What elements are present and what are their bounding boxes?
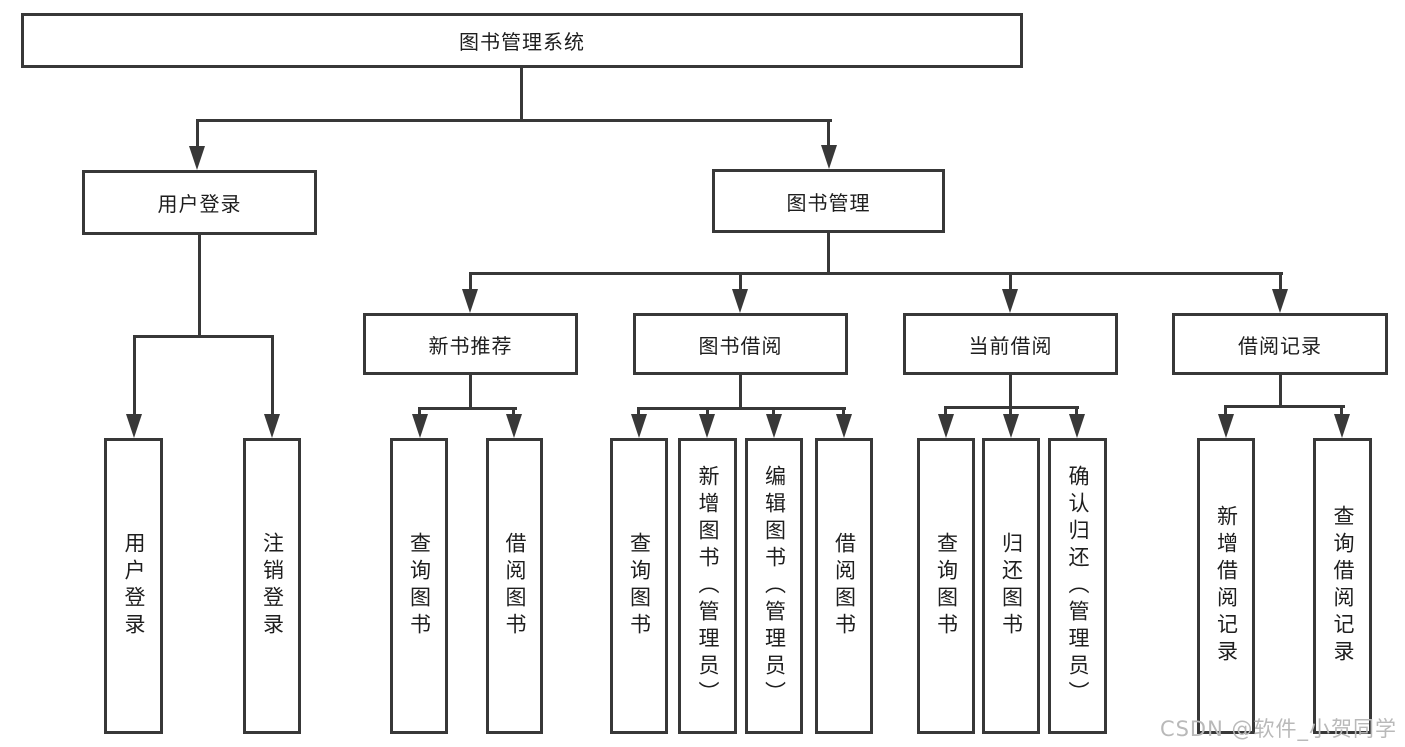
arrow-down-icon <box>766 414 782 438</box>
arrow-down-icon <box>1334 414 1350 438</box>
connector-line <box>196 119 199 149</box>
leaf-logout-label: 注销登录 <box>260 532 285 640</box>
leaf-edit-book-admin: 编辑图书（管理员） <box>745 438 803 734</box>
leaf-query-borrow-record-label: 查询借阅记录 <box>1331 505 1355 667</box>
leaf-query-book-recommend-label: 查询图书 <box>407 532 432 640</box>
arrow-down-icon <box>126 414 142 438</box>
leaf-confirm-return-admin: 确认归还（管理员） <box>1048 438 1107 734</box>
connector-line <box>944 406 947 417</box>
node-root-label: 图书管理系统 <box>459 30 585 54</box>
leaf-add-borrow-record: 新增借阅记录 <box>1197 438 1255 734</box>
connector-line <box>1075 406 1078 417</box>
connector-line <box>827 119 830 149</box>
arrow-down-icon <box>412 414 428 438</box>
connector-line <box>418 407 421 417</box>
arrow-down-icon <box>938 414 954 438</box>
leaf-borrow-book-recommend-label: 借阅图书 <box>503 532 527 640</box>
connector-line <box>1009 406 1012 417</box>
connector-line <box>637 407 846 410</box>
arrow-down-icon <box>189 146 205 170</box>
csdn-watermark: CSDN @软件_小贺同学 <box>1159 717 1397 741</box>
node-root: 图书管理系统 <box>21 13 1023 68</box>
connector-line <box>842 407 845 417</box>
leaf-add-borrow-record-label: 新增借阅记录 <box>1214 505 1239 667</box>
node-book-management: 图书管理 <box>712 169 945 233</box>
connector-line <box>133 335 274 338</box>
connector-line <box>637 407 640 417</box>
leaf-return-book: 归还图书 <box>982 438 1040 734</box>
arrow-down-icon <box>699 414 715 438</box>
connector-line <box>271 335 274 417</box>
connector-line <box>418 407 517 410</box>
connector-line <box>469 272 472 292</box>
connector-line <box>1009 272 1012 292</box>
connector-line <box>1340 405 1343 417</box>
connector-line <box>196 119 832 122</box>
connector-line <box>739 272 742 292</box>
leaf-return-book-label: 归还图书 <box>999 532 1024 640</box>
leaf-borrow-book-recommend: 借阅图书 <box>486 438 543 734</box>
connector-line <box>198 233 201 337</box>
leaf-query-book-current-label: 查询图书 <box>934 532 959 640</box>
connector-line <box>1279 272 1282 292</box>
leaf-query-borrow-record: 查询借阅记录 <box>1313 438 1372 734</box>
arrow-down-icon <box>1069 414 1085 438</box>
arrow-down-icon <box>821 145 837 169</box>
leaf-logout: 注销登录 <box>243 438 301 734</box>
connector-line <box>772 407 775 417</box>
arrow-down-icon <box>1003 414 1019 438</box>
leaf-add-book-admin: 新增图书（管理员） <box>678 438 737 734</box>
leaf-query-book-borrow-label: 查询图书 <box>627 532 652 640</box>
arrow-down-icon <box>1002 289 1018 313</box>
arrow-down-icon <box>264 414 280 438</box>
connector-line <box>512 407 515 417</box>
connector-line <box>133 335 136 417</box>
leaf-confirm-return-admin-label: 确认归还（管理员） <box>1066 464 1090 708</box>
node-borrow-records-label: 借阅记录 <box>1238 333 1322 358</box>
node-current-borrow-label: 当前借阅 <box>968 333 1053 358</box>
leaf-edit-book-admin-label: 编辑图书（管理员） <box>762 464 787 708</box>
node-current-borrow: 当前借阅 <box>903 313 1118 375</box>
node-book-borrow-label: 图书借阅 <box>698 333 783 358</box>
arrow-down-icon <box>1218 414 1234 438</box>
connector-line <box>469 272 1283 275</box>
leaf-add-book-admin-label: 新增图书（管理员） <box>696 464 720 708</box>
node-new-book-recommend: 新书推荐 <box>363 313 578 375</box>
arrow-down-icon <box>631 414 647 438</box>
arrow-down-icon <box>1272 289 1288 313</box>
connector-line <box>1224 405 1227 417</box>
connector-line <box>1009 373 1012 408</box>
node-borrow-records: 借阅记录 <box>1172 313 1388 375</box>
connector-line <box>520 66 523 121</box>
arrow-down-icon <box>506 414 522 438</box>
node-user-login-branch-label: 用户登录 <box>157 192 242 216</box>
leaf-borrow-book-label: 借阅图书 <box>832 532 857 640</box>
connector-line <box>1224 405 1345 408</box>
arrow-down-icon <box>836 414 852 438</box>
leaf-query-book-borrow: 查询图书 <box>610 438 668 734</box>
node-book-management-label: 图书管理 <box>786 190 871 215</box>
arrow-down-icon <box>462 289 478 313</box>
node-new-book-recommend-label: 新书推荐 <box>428 333 513 358</box>
leaf-user-login-label: 用户登录 <box>122 532 146 640</box>
leaf-borrow-book: 借阅图书 <box>815 438 873 734</box>
connector-line <box>1279 373 1282 408</box>
connector-line <box>469 373 472 409</box>
connector-line <box>739 373 742 409</box>
leaf-user-login: 用户登录 <box>104 438 163 734</box>
leaf-query-book-recommend: 查询图书 <box>390 438 448 734</box>
node-book-borrow: 图书借阅 <box>633 313 848 375</box>
leaf-query-book-current: 查询图书 <box>917 438 975 734</box>
node-user-login-branch: 用户登录 <box>82 170 317 235</box>
connector-line <box>827 231 830 274</box>
arrow-down-icon <box>732 289 748 313</box>
connector-line <box>706 407 709 417</box>
